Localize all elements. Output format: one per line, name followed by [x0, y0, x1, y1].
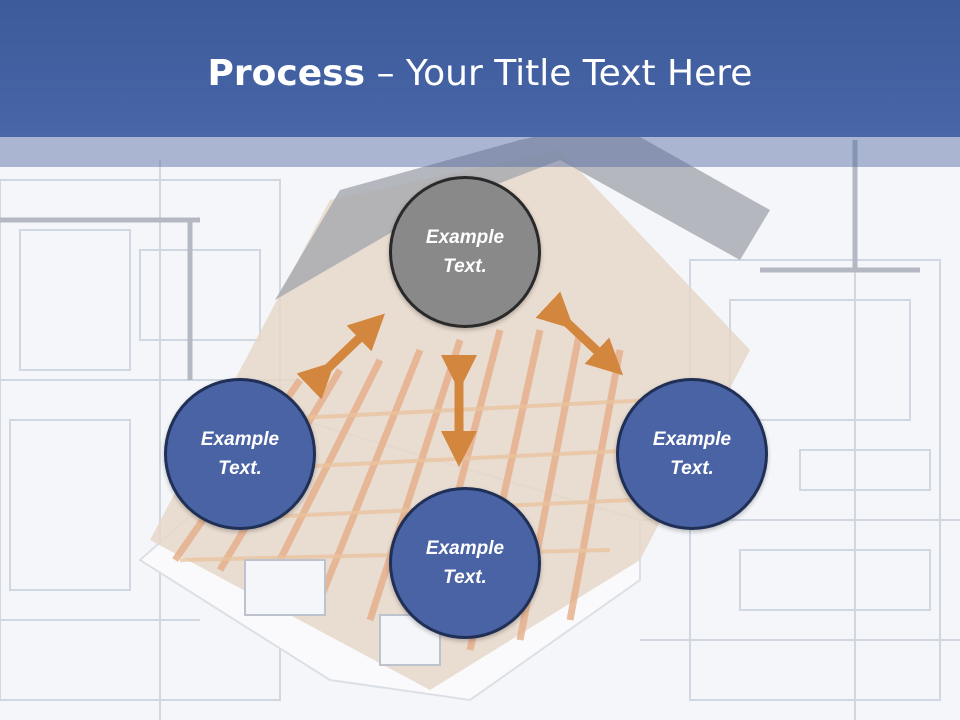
slide-title: Process – Your Title Text Here [0, 48, 960, 100]
arrow-top-left [296, 313, 385, 400]
process-node-right-text: Example Text. [652, 429, 732, 479]
process-node-left-text: Example Text. [200, 429, 280, 479]
process-node-left: Example Text. [164, 378, 316, 530]
title-bar [0, 0, 960, 137]
process-node-bottom-text: Example Text. [425, 538, 505, 588]
process-node-bottom: Example Text. [389, 487, 541, 639]
process-node-top-text: Example Text. [425, 227, 505, 277]
title-bar-fade [0, 137, 960, 167]
arrow-top-right [535, 291, 624, 376]
slide-title-bold: Process [207, 53, 366, 94]
process-node-right: Example Text. [616, 378, 768, 530]
slide-title-rest: – Your Title Text Here [365, 53, 753, 94]
process-node-top: Example Text. [389, 176, 541, 328]
